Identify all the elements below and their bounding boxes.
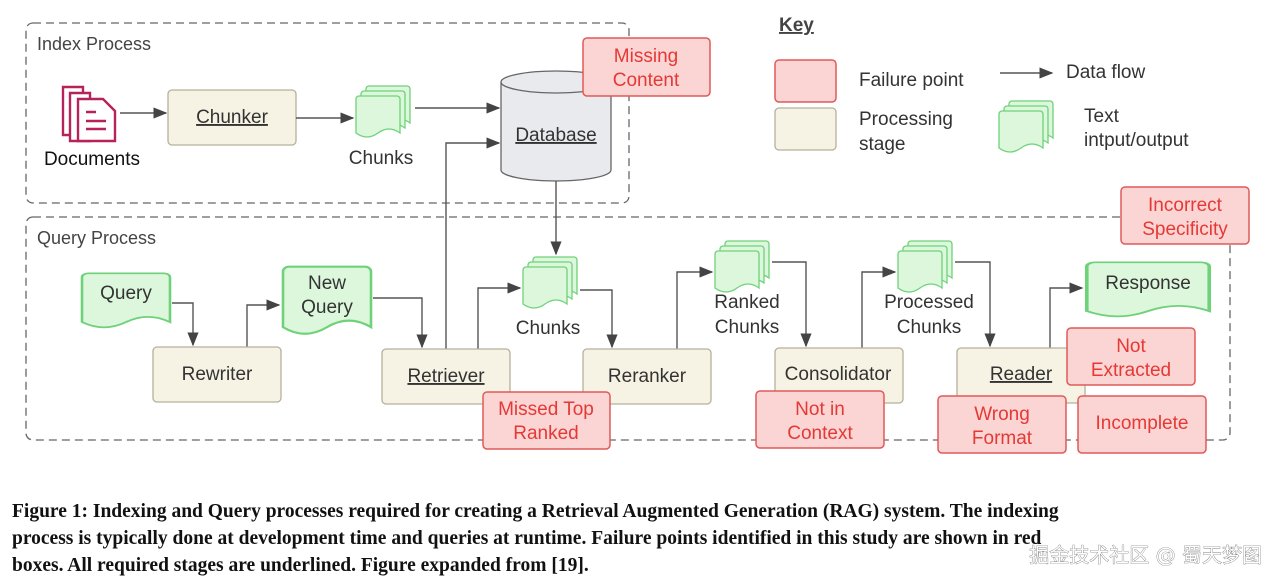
key-data-flow-label: Data flow <box>1066 62 1145 83</box>
index-process-label: Index Process <box>37 34 151 54</box>
key-text-io-icon <box>999 101 1053 152</box>
key-title: Key <box>779 15 814 36</box>
processed-chunks-icon <box>898 241 952 292</box>
not-extracted-line2: Extracted <box>1091 360 1171 381</box>
ranked-chunks-line1: Ranked <box>714 292 780 313</box>
query-label: Query <box>100 283 152 304</box>
failure-incomplete <box>1077 395 1207 454</box>
incorrect-specificity-line2: Specificity <box>1142 219 1228 240</box>
consolidator-label: Consolidator <box>785 364 892 385</box>
reranker-label: Reranker <box>608 366 687 387</box>
chunks-icon <box>356 86 410 137</box>
missed-top-ranked-line1: Missed Top <box>498 399 594 420</box>
wrong-format-line2: Format <box>972 428 1033 449</box>
key-stage-swatch <box>774 107 837 151</box>
reader-label: Reader <box>990 364 1053 385</box>
data-flow-arrows <box>120 102 1084 349</box>
chunks-label: Chunks <box>349 148 413 169</box>
ranked-chunks-icon <box>715 241 769 292</box>
index-process-container <box>25 22 630 204</box>
missing-content-line1: Missing <box>614 46 678 67</box>
watermark: 掘金技术社区 @ 蜀天梦图 <box>1029 543 1262 567</box>
failure-wrong-format <box>937 395 1067 454</box>
ranked-chunks-line2: Chunks <box>715 317 779 338</box>
not-in-context-line1: Not in <box>795 399 845 420</box>
caption-line3: boxes. All required stages are underline… <box>12 555 589 576</box>
caption-line1: Figure 1: Indexing and Query processes r… <box>12 501 1059 522</box>
not-extracted-line1: Not <box>1116 336 1146 357</box>
missed-top-ranked-line2: Ranked <box>513 423 579 444</box>
key-stage-line2: stage <box>859 134 905 155</box>
retrieved-chunks-label: Chunks <box>516 318 580 339</box>
documents-label: Documents <box>44 149 140 170</box>
incorrect-specificity-line1: Incorrect <box>1148 195 1223 216</box>
processed-chunks-line1: Processed <box>884 292 974 313</box>
response-label: Response <box>1105 273 1191 294</box>
query-process-container <box>25 216 1231 441</box>
processed-chunks-line2: Chunks <box>897 317 961 338</box>
failure-incorrect-specificity <box>1120 186 1250 245</box>
failure-not-extracted <box>1066 327 1196 386</box>
caption-line2: process is typically done at development… <box>12 528 1042 549</box>
key-text-io-line2: intput/output <box>1084 130 1189 151</box>
chunker-label: Chunker <box>196 107 268 128</box>
not-in-context-line2: Context <box>787 423 853 444</box>
key-stage-line1: Processing <box>859 109 953 130</box>
rewriter-stage <box>152 346 282 403</box>
retriever-stage <box>381 348 511 405</box>
failure-not-in-context <box>755 390 885 449</box>
key-failure-swatch <box>774 59 837 103</box>
failure-missed-top-ranked <box>482 391 611 450</box>
query-process-label: Query Process <box>37 228 156 248</box>
incomplete-label: Incomplete <box>1096 413 1189 434</box>
retriever-label: Retriever <box>407 366 485 387</box>
missing-content-line2: Content <box>613 70 680 91</box>
wrong-format-line1: Wrong <box>974 404 1030 425</box>
rewriter-label: Rewriter <box>182 364 253 385</box>
retrieved-chunks-icon <box>523 257 577 308</box>
key-text-io-line1: Text <box>1084 106 1120 127</box>
key-failure-label: Failure point <box>859 70 964 91</box>
new-query-line2: Query <box>301 297 353 318</box>
database-label: Database <box>515 125 596 146</box>
new-query-line1: New <box>308 273 346 294</box>
reranker-stage <box>582 348 712 405</box>
failure-missing-content <box>582 37 711 97</box>
documents-icon <box>61 85 117 143</box>
